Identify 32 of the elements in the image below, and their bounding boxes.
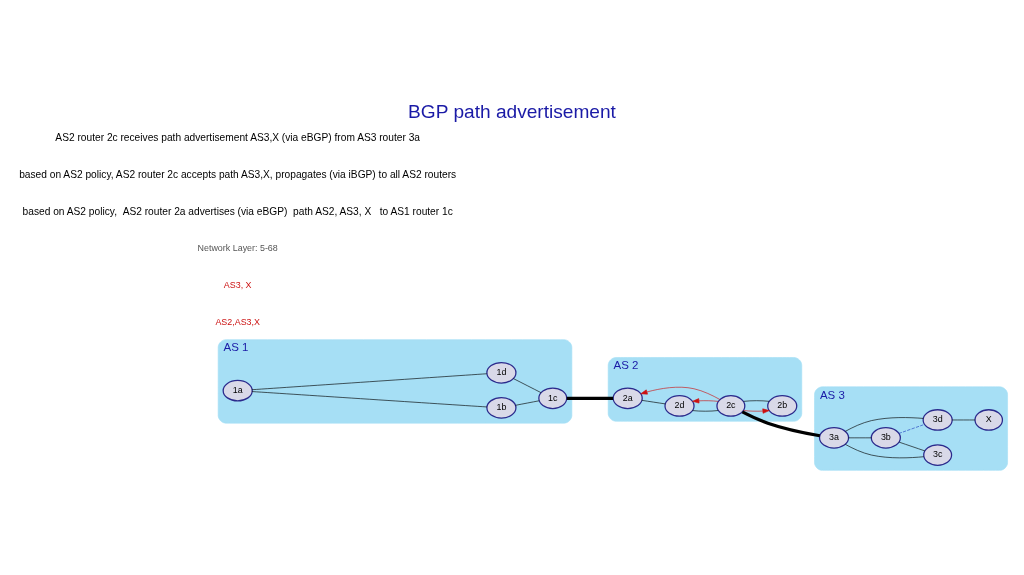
label: based on AS2 policy, AS2 router 2a advertises (via eBGP) path AS2, AS3, X to AS1 router 1c — [22, 205, 453, 217]
connector — [692, 409, 719, 412]
node-ellipse: 1a — [222, 379, 253, 401]
label: AS3, X — [223, 279, 252, 290]
arrow — [692, 397, 719, 403]
label: AS2 router 2c receives path advertisement AS3,X (via eBGP) from AS3 router 3a — [55, 131, 421, 143]
label: Network Layer: 5-68 — [197, 242, 278, 253]
connector — [641, 399, 666, 404]
diagram-title: BGP path advertisement — [408, 100, 616, 122]
node-ellipse: 3b — [870, 426, 901, 449]
connector — [251, 390, 488, 407]
node-ellipse: 2d — [664, 394, 695, 417]
node-ellipse: 1c — [538, 386, 568, 409]
connector — [741, 409, 821, 437]
connector — [513, 377, 542, 393]
node-ellipse: 1b — [486, 396, 517, 419]
node-ellipse: 2b — [767, 394, 798, 417]
connector — [845, 443, 925, 458]
node-ellipse: 3a — [818, 426, 850, 449]
node-ellipse: X — [974, 408, 1004, 431]
node-ellipse: 3c — [923, 443, 953, 466]
node-ellipse: 2c — [716, 394, 746, 417]
node-ellipse: 2a — [612, 386, 643, 409]
node-ellipse: 1d — [486, 361, 517, 384]
arrow — [743, 408, 770, 414]
connector — [566, 396, 614, 400]
connector — [898, 423, 925, 434]
label: AS2,AS3,X — [215, 316, 260, 327]
arrow — [640, 386, 721, 400]
label: based on AS2 policy, AS2 router 2c accepts path AS3,X, propagates (via iBGP) to all AS2 routers — [19, 168, 457, 180]
node-ellipse: 3d — [922, 408, 953, 431]
connector — [251, 372, 488, 390]
